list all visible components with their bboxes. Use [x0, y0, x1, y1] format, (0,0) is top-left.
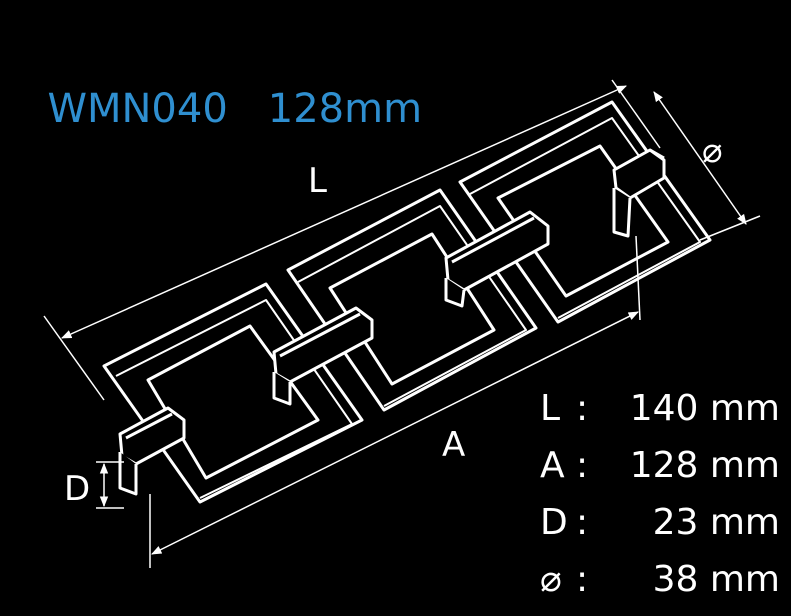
dim-D-label: D: [64, 469, 90, 509]
dim-diameter-label: ⌀: [702, 131, 722, 171]
spec-table: L : 140 mm A : 128 mm D : 23 mm ⌀ : 38 m…: [540, 388, 780, 616]
dim-L-label: L: [308, 161, 327, 201]
spec-value: 140 mm: [629, 388, 780, 429]
spec-value: 38 mm: [652, 559, 780, 600]
spec-key: L: [540, 388, 561, 429]
dim-diameter-ext: [699, 215, 761, 241]
spec-value: 23 mm: [652, 502, 780, 543]
spec-row: L : 140 mm: [540, 388, 780, 445]
spec-key: A: [540, 445, 565, 486]
spec-colon: :: [576, 502, 589, 543]
spec-colon: :: [576, 445, 589, 486]
product-title: WMN040 128mm: [22, 40, 462, 132]
model-size: 128mm: [267, 86, 423, 132]
dim-L-line: [61, 85, 627, 339]
model-number: WMN040: [47, 86, 228, 132]
dim-L-ext-left: [43, 315, 105, 401]
dim-A-label: A: [442, 425, 465, 465]
spec-key: D: [540, 502, 568, 543]
spec-colon: :: [576, 559, 589, 600]
spec-row: A : 128 mm: [540, 445, 780, 502]
spec-row: D : 23 mm: [540, 502, 780, 559]
dim-A-line: [151, 311, 639, 555]
spec-key: ⌀: [540, 559, 562, 600]
dim-diameter-line: [653, 91, 747, 225]
spec-row: ⌀ : 38 mm: [540, 559, 780, 616]
spec-colon: :: [576, 388, 589, 429]
spec-value: 128 mm: [629, 445, 780, 486]
dim-A-ext-right: [635, 235, 641, 321]
dimension-lines: [43, 79, 761, 568]
